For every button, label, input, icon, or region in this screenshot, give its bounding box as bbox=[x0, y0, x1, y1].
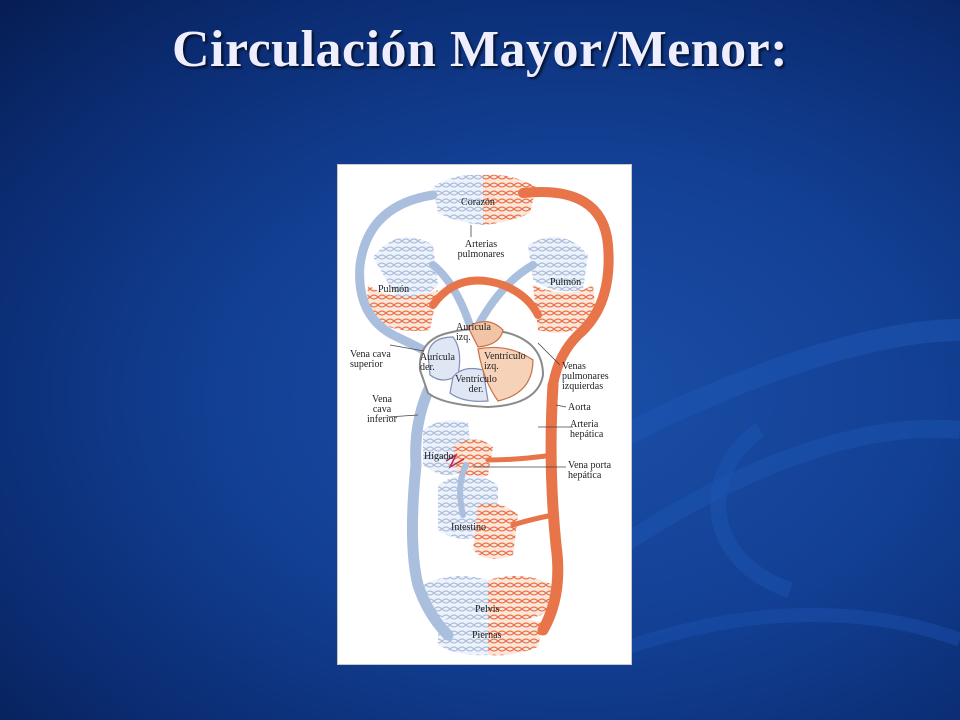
capillary-bed-top-venous bbox=[433, 174, 483, 225]
aorta-descending bbox=[537, 379, 564, 636]
circulation-drawing bbox=[355, 174, 614, 656]
label-venas-pulmonares: Venas pulmonares izquierdas bbox=[562, 361, 609, 392]
label-vena-porta: Vena porta hepática bbox=[568, 460, 612, 481]
label-intestino: Intestino bbox=[451, 522, 486, 533]
label-pulmon-derecho: Pulmón bbox=[550, 277, 582, 288]
liver-portal-detail bbox=[445, 453, 465, 469]
hepatic-artery bbox=[485, 452, 556, 463]
label-vena-cava-superior: Vena cava superior bbox=[350, 349, 391, 370]
right-ventricle bbox=[449, 367, 489, 402]
label-pulmon-izquierdo: Pulmón bbox=[378, 284, 410, 295]
label-arterias-pulmonares: Arterias pulmonares bbox=[457, 239, 505, 260]
vena-cava-inferior bbox=[406, 369, 454, 641]
lung-right-arterial bbox=[533, 285, 596, 333]
label-arteria-hepatica: Arteria hepática bbox=[570, 419, 604, 440]
legs-bed-arterial bbox=[488, 619, 543, 656]
lung-left-arterial bbox=[366, 285, 438, 331]
label-corazon: Corazón bbox=[461, 197, 495, 208]
label-ventriculo-izq: Ventrículo izq. bbox=[484, 351, 526, 372]
capillary-bed-top-arterial bbox=[483, 174, 536, 225]
lung-left-venous bbox=[373, 237, 438, 301]
pelvis-bed-arterial bbox=[488, 576, 553, 622]
intestine-bed-arterial bbox=[473, 503, 518, 559]
label-higado: Hígado bbox=[424, 451, 454, 462]
circulation-diagram: Corazón Arterias pulmonares Pulmón Pulmó… bbox=[337, 164, 632, 665]
label-aorta: Aorta bbox=[568, 402, 591, 413]
aorta-arch bbox=[518, 187, 614, 390]
label-auricula-der: Aurícula der. bbox=[420, 352, 455, 373]
label-auricula-izq: Aurícula izq. bbox=[456, 322, 491, 343]
vena-cava-superior bbox=[355, 190, 438, 360]
left-atrium bbox=[467, 321, 504, 348]
right-atrium bbox=[427, 336, 461, 381]
left-ventricle bbox=[477, 346, 534, 402]
slide-title: Circulación Mayor/Menor: bbox=[171, 21, 789, 78]
intestinal-artery bbox=[510, 512, 556, 528]
label-pelvis: Pelvis bbox=[475, 604, 500, 615]
label-piernas: Piernas bbox=[472, 630, 502, 641]
label-vena-cava-inferior: Vena cava inferior bbox=[367, 394, 397, 425]
label-ventriculo-der: Ventrículo der. bbox=[455, 374, 497, 395]
lung-right-venous bbox=[528, 237, 588, 292]
legs-bed-venous bbox=[438, 618, 488, 656]
pulmonary-veins bbox=[429, 276, 542, 319]
pelvis-bed-venous bbox=[423, 576, 488, 622]
portal-vein bbox=[457, 462, 469, 518]
